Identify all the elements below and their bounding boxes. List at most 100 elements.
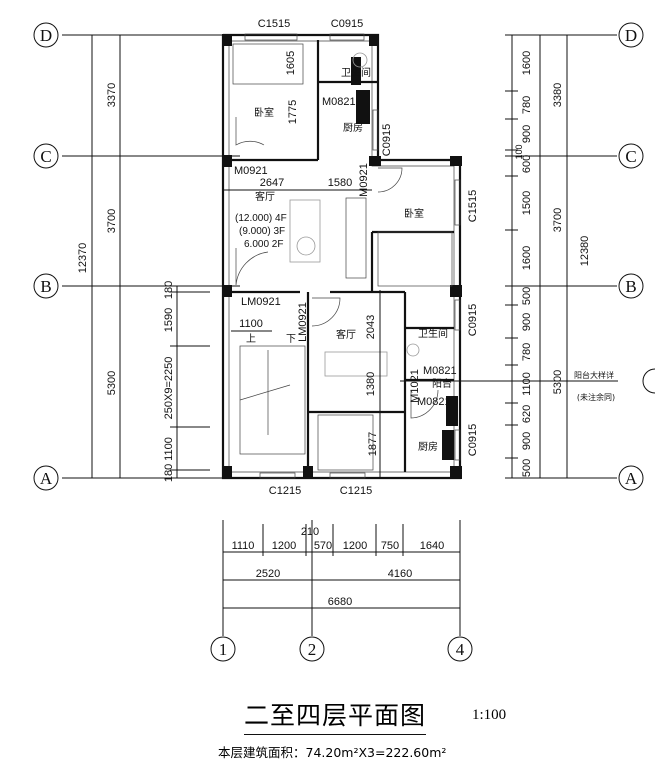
dim-fine: 210 (301, 526, 319, 538)
dim-3380: 3380 (552, 83, 564, 107)
dim-3700: 3700 (106, 209, 118, 233)
dim-fine: 1600 (521, 246, 533, 270)
windows (244, 33, 461, 479)
room-toilet-2: 卫生间 (418, 327, 448, 340)
room-living-2: 客厅 (336, 328, 356, 341)
elevation-2f: 6.000 2F (244, 239, 283, 250)
balcony-note-sub: (未注余同) (577, 392, 615, 402)
dim-6680: 6680 (328, 596, 352, 608)
dim-fine: 1500 (521, 191, 533, 215)
dim-2647: 2647 (260, 177, 284, 189)
dim-fine: 500 (521, 459, 533, 477)
dim-1605: 1605 (285, 51, 297, 75)
left-dimension-text: 12370 3370 3700 5300 180 1590 250X9=2250… (77, 83, 175, 482)
dim-1775: 1775 (287, 100, 299, 124)
axis-label-c-right: C (625, 147, 636, 166)
dim-fine: 780 (521, 96, 533, 114)
dim-12370: 12370 (77, 243, 89, 274)
room-balcony: 阳台 (432, 377, 452, 390)
axis-label-c: C (40, 147, 51, 166)
right-dimension-lines (505, 35, 568, 478)
door-label: M0921 (234, 165, 268, 177)
plan-labels: C1515 C0915 1605 卫生间 M0821 卧室 1775 厨房 C0… (223, 18, 479, 497)
dim-fine: 620 (521, 405, 533, 423)
elevation-3f: (9.000) 3F (239, 226, 285, 237)
axis-label-d-right: D (625, 26, 637, 45)
dim-1877: 1877 (367, 432, 379, 456)
axis-label-1: 1 (219, 640, 228, 659)
elevation-4f: (12.000) 4F (235, 213, 287, 224)
axis-label-4: 4 (456, 640, 465, 659)
dim-fine: 1110 (232, 540, 255, 552)
axis-label-b-right: B (625, 277, 636, 296)
dim-fine: 900 (521, 432, 533, 450)
dim-1580: 1580 (328, 177, 352, 189)
dim-fine: 750 (381, 540, 399, 552)
dim-fine: 600 (521, 155, 533, 173)
door-label: M0821 (322, 96, 356, 108)
stair-up: 上 (246, 333, 256, 345)
window-label: C1215 (269, 485, 301, 497)
door-label: M1021 (409, 369, 421, 403)
dim-fine: 1200 (272, 540, 296, 552)
window-label: C0915 (467, 424, 479, 456)
dim-fine: 500 (521, 287, 533, 305)
drawing-scale: 1:100 (472, 707, 507, 723)
axis-label-2: 2 (308, 640, 317, 659)
door-label: LM0921 (241, 296, 281, 308)
window-label: C1515 (258, 18, 290, 30)
axis-label-d: D (40, 26, 52, 45)
room-kitchen-2: 厨房 (418, 440, 438, 453)
window-label: C0915 (467, 304, 479, 336)
dim-3370: 3370 (106, 83, 118, 107)
window-label: C1215 (340, 485, 372, 497)
dim-fine: 1100 (163, 437, 175, 461)
doors-and-furniture (232, 43, 454, 471)
axis-label-a: A (40, 469, 53, 488)
right-dimension-text: 1600 780 900 100 600 1500 1600 500 900 7… (514, 51, 615, 477)
columns (222, 34, 462, 479)
balcony-note: 阳台大样详 (574, 370, 614, 380)
window-label: C1515 (467, 190, 479, 222)
dim-fine: 1640 (420, 540, 444, 552)
dim-fine: 1590 (163, 308, 175, 332)
window-label: C0915 (331, 18, 363, 30)
room-bedroom-2: 卧室 (404, 207, 424, 220)
dim-fine: 1200 (343, 540, 367, 552)
dim-5300: 5300 (106, 371, 118, 395)
floor-area-note: 本层建筑面积：74.20m²X3=222.60m² (218, 745, 447, 760)
left-dimension-lines (91, 35, 210, 478)
dim-12380: 12380 (579, 236, 591, 267)
bottom-dimension-text: 1110 1200 210 570 1200 750 1640 2520 416… (232, 526, 445, 608)
dim-fine: 180 (163, 464, 175, 482)
dim-3700-right: 3700 (552, 208, 564, 232)
door-label: M0921 (358, 163, 370, 197)
room-kitchen: 厨房 (343, 121, 363, 134)
stair-down: 下 (286, 334, 296, 345)
dim-2520: 2520 (256, 568, 280, 580)
dim-4160: 4160 (388, 568, 412, 580)
room-toilet: 卫生间 (341, 66, 371, 79)
axis-label-b: B (40, 277, 51, 296)
dim-1100: 1100 (239, 318, 263, 330)
dim-fine: 180 (163, 281, 175, 299)
dim-fine: 1600 (521, 51, 533, 75)
dim-2043: 2043 (365, 315, 377, 339)
door-label: LM0921 (297, 302, 309, 342)
dim-5300-right: 5300 (552, 370, 564, 394)
dim-fine: 900 (521, 313, 533, 331)
dim-fine: 780 (521, 343, 533, 361)
dim-1380: 1380 (365, 372, 377, 396)
axis-label-a-right: A (625, 469, 638, 488)
dim-fine: 1100 (521, 372, 533, 396)
door-label: M0821 (417, 396, 451, 408)
drawing-title: 二至四层平面图 (244, 696, 427, 735)
dim-fine: 250X9=2250 (163, 357, 175, 420)
room-living: 客厅 (255, 190, 275, 203)
axis-bubbles: D C B A D C B A 1 2 4 (33, 22, 655, 662)
room-bedroom: 卧室 (254, 106, 274, 119)
bottom-dimension-lines (223, 524, 460, 609)
dim-fine: 100 (514, 144, 524, 159)
door-label: M0821 (423, 365, 457, 377)
